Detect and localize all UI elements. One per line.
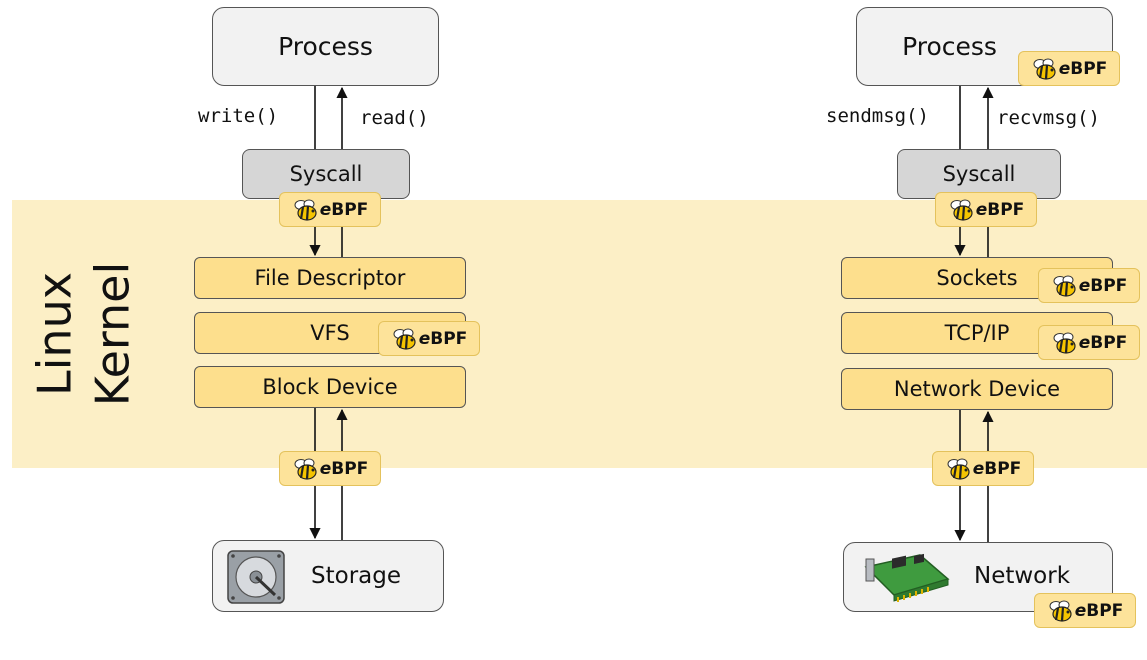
left-read-call: read() — [360, 107, 429, 129]
ebpf-badge-suffix: BPF — [1070, 58, 1108, 79]
left-process-label: Process — [278, 32, 373, 61]
ebpf-badge-suffix: BPF — [430, 328, 468, 349]
right-layer-network-device: Network Device — [841, 368, 1113, 410]
left-layer-block-device-label: Block Device — [262, 375, 398, 399]
left-layer-file-descriptor: File Descriptor — [194, 257, 466, 299]
bee-icon — [947, 458, 970, 480]
ebpf-badge-suffix: BPF — [1086, 600, 1124, 621]
ebpf-badge-prefix: e — [319, 199, 332, 220]
ebpf-badge-prefix: e — [1058, 58, 1071, 79]
right-layer-sockets-label: Sockets — [936, 266, 1018, 290]
ebpf-badge-suffix: BPF — [1090, 275, 1128, 296]
ebpf-badge-prefix: e — [418, 328, 431, 349]
right-syscall-label: Syscall — [942, 162, 1016, 186]
left-storage-label: Storage — [311, 563, 401, 589]
left-write-call: write() — [198, 105, 279, 127]
right-recvmsg-call: recvmsg() — [997, 107, 1100, 129]
left-layer-block-device: Block Device — [194, 366, 466, 408]
ebpf-badge-suffix: BPF — [331, 199, 369, 220]
ebpf-badge-prefix: e — [1078, 275, 1091, 296]
left-layer-vfs-label: VFS — [310, 321, 350, 345]
ebpf-badge-suffix: BPF — [331, 458, 369, 479]
left-storage-box: Storage — [212, 540, 444, 612]
ebpf-badge-suffix: BPF — [984, 458, 1022, 479]
bee-icon — [950, 199, 973, 221]
bee-icon — [1053, 275, 1076, 297]
bee-icon — [294, 199, 317, 221]
hard-disk-icon — [227, 550, 285, 604]
left-process-box: Process — [212, 7, 439, 86]
bee-icon — [1053, 332, 1076, 354]
right-sendmsg-call: sendmsg() — [826, 105, 929, 127]
network-card-icon — [864, 553, 950, 602]
left-layer-file-descriptor-label: File Descriptor — [254, 266, 406, 290]
ebpf-badge-prefix: e — [972, 458, 985, 479]
right-layer-network-device-label: Network Device — [893, 377, 1061, 401]
ebpf-badge-prefix: e — [1078, 332, 1091, 353]
right-syscall-box: Syscall — [897, 149, 1061, 199]
right-process-label: Process — [902, 32, 997, 61]
ebpf-badge-prefix: e — [1074, 600, 1087, 621]
bee-icon — [1049, 600, 1072, 622]
left-syscall-label: Syscall — [289, 162, 363, 186]
ebpf-badge-prefix: e — [319, 458, 332, 479]
bee-icon — [393, 328, 416, 350]
ebpf-badge-prefix: e — [975, 199, 988, 220]
bee-icon — [1033, 58, 1056, 80]
ebpf-badge-suffix: BPF — [987, 199, 1025, 220]
right-layer-tcpip-label: TCP/IP — [944, 321, 1010, 345]
right-network-box: Network — [843, 542, 1113, 612]
ebpf-badge-suffix: BPF — [1090, 332, 1128, 353]
bee-icon — [294, 458, 317, 480]
right-network-label: Network — [974, 563, 1071, 589]
